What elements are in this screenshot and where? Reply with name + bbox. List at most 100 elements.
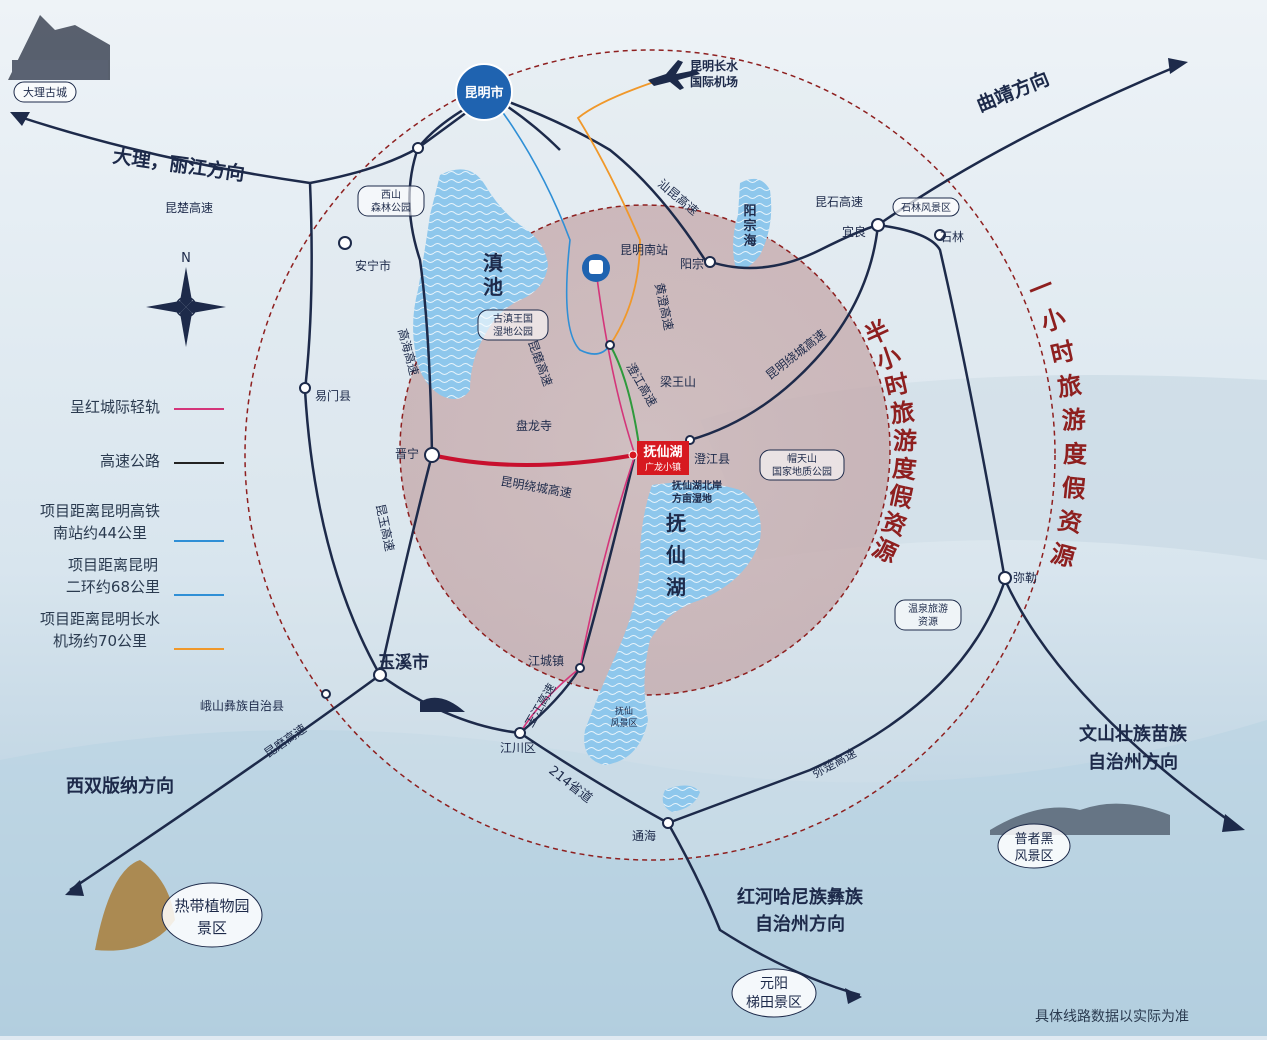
project-label: 抚仙湖 [643,444,682,460]
yuanyang-label-2: 梯田景区 [746,995,802,1011]
project-dot [628,450,638,460]
legend-item-swatch [174,594,224,596]
fuxian-lake [584,482,761,765]
yangzong-char-1: 阳 [743,204,756,219]
legend-item-label: 项目距离昆明高铁南站约44公里 [39,502,160,542]
fuxian-north-label-1: 抚仙湖北岸 [672,479,722,492]
dali-title: 大理古城 [23,85,67,99]
hotspring-label-1: 温泉旅游 [908,602,948,615]
ring-highway-red [431,453,636,467]
airport-label-1: 昆明长水 [690,58,739,73]
yuxi-label: 玉溪市 [378,652,429,673]
dianchi-char-2: 池 [483,275,503,299]
halfRingLabel-char: 度 [891,454,919,484]
compass-icon [146,267,226,347]
legend-item-label: 高速公路 [99,452,160,470]
yangzong-char-3: 海 [743,233,756,249]
highway-network [13,63,1236,997]
yiliang-label: 宜良 [842,224,866,239]
legend-item: 呈红城际轻轨 [10,392,230,442]
sea-band [0,720,1267,1036]
wenshan-direction-2: 自治州方向 [1088,751,1178,773]
airport-route-line [576,79,661,346]
yuanyang-badge [731,968,817,1018]
honghe-direction-2: 自治州方向 [755,913,845,935]
xishan-label-2: 森林公园 [371,201,411,214]
oneRingLabel-char: 资 [1055,507,1084,539]
train-glyph [589,260,603,274]
wenshan-direction-1: 文山壮族苗族 [1079,723,1188,745]
gudian-label-1: 古滇王国 [493,312,533,325]
liangwang-label: 梁王山 [660,374,696,389]
fuxian-char-3: 湖 [666,575,686,599]
halfRingLabel-char: 旅 [889,398,916,429]
legend-item-swatch [174,540,224,542]
yuanyang-label-1: 元阳 [760,976,788,992]
green-route-line [609,344,641,453]
kunming-label: 昆明市 [464,85,503,101]
yimen-label: 易门县 [315,388,351,403]
yangzong-label: 阳宗 [680,256,704,271]
legend-item-swatch [174,408,224,410]
qilu-lake [662,785,700,812]
fuxian-char-2: 仙 [666,543,686,567]
panlong-label: 盘龙寺 [516,418,552,433]
chengjiang-label: 澄江县 [694,451,730,466]
puzhehei-label-1: 普者黑 [1014,832,1053,847]
airplane-icon [648,60,700,90]
airport-label-2: 国际机场 [690,74,738,89]
fuxian-north-label-2: 方亩湿地 [672,492,712,505]
eshan-label: 峨山彝族自治县 [200,698,284,713]
anning-label: 安宁市 [355,258,391,273]
kunming-city-badge [455,63,513,121]
xishuang-direction: 西双版纳方向 [66,775,174,797]
legend-item-label: 呈红城际轻轨 [69,398,160,416]
puzhehei-badge [997,823,1071,869]
south-station-label: 昆明南站 [620,242,668,257]
tropical-label-2: 景区 [197,919,227,937]
fuxian-scenic-label-2: 风景区 [610,718,637,729]
jiangchuan-label: 江川区 [500,741,536,755]
dali-pavilion-icon [8,15,110,80]
jinning-label: 晋宁 [395,446,419,461]
legend-item-label: 项目距离昆明长水机场约70公里 [39,610,160,650]
compass-north-label: N [181,251,191,266]
tropical-badge [161,882,263,948]
gudian-label-2: 湿地公园 [493,325,533,338]
direction-arrows [10,58,1245,1004]
oneRingLabel-char: 旅 [1056,371,1084,402]
oneRingLabel-char: 游 [1061,406,1087,435]
dianchi-lake [413,169,548,399]
project-marker [637,441,689,475]
xishan-label-1: 西山 [381,189,401,201]
road-kunchu: 昆楚高速 [165,200,213,215]
scenic-boxes: 石林风景区 西山 森林公园 古滇王国 湿地公园 帽天山 国家地质公园 温泉旅游 … [357,185,962,631]
tropical-label-1: 热带植物园 [174,897,249,915]
tropical-plant-icon [95,860,175,951]
honghe-direction-1: 红河哈尼族彝族 [737,886,864,908]
tonghai-label: 通海 [632,828,656,843]
yangzonghai-lake [733,178,772,269]
shilin-scenic-label: 石林风景区 [901,201,951,214]
legend-item: 项目距离昆明二环约68公里 [10,554,230,604]
halfRingLabel-char: 时 [882,369,912,402]
hsr-route-line [489,94,611,355]
legend-item-label: 项目距离昆明二环约68公里 [65,556,160,596]
train-icon [420,697,465,712]
yangzong-char-2: 宗 [743,218,756,234]
maotian-label-2: 国家地质公园 [772,465,832,478]
legend-item: 项目距离昆明长水机场约70公里 [10,608,230,658]
halfRingLabel-char: 游 [893,427,917,455]
shilin-label: 石林 [940,230,964,244]
light-rail-line [519,269,636,734]
jiangcheng-label: 江城镇 [528,654,564,668]
oneRingLabel-char: 度 [1063,440,1088,468]
puzhehei-label-2: 风景区 [1014,849,1053,864]
fuxian-scenic-label-1: 抚仙 [615,705,633,717]
city-nodes [299,142,1012,829]
footnote: 具体线路数据以实际为准 [1035,1009,1189,1025]
legend-item-swatch [174,462,224,464]
